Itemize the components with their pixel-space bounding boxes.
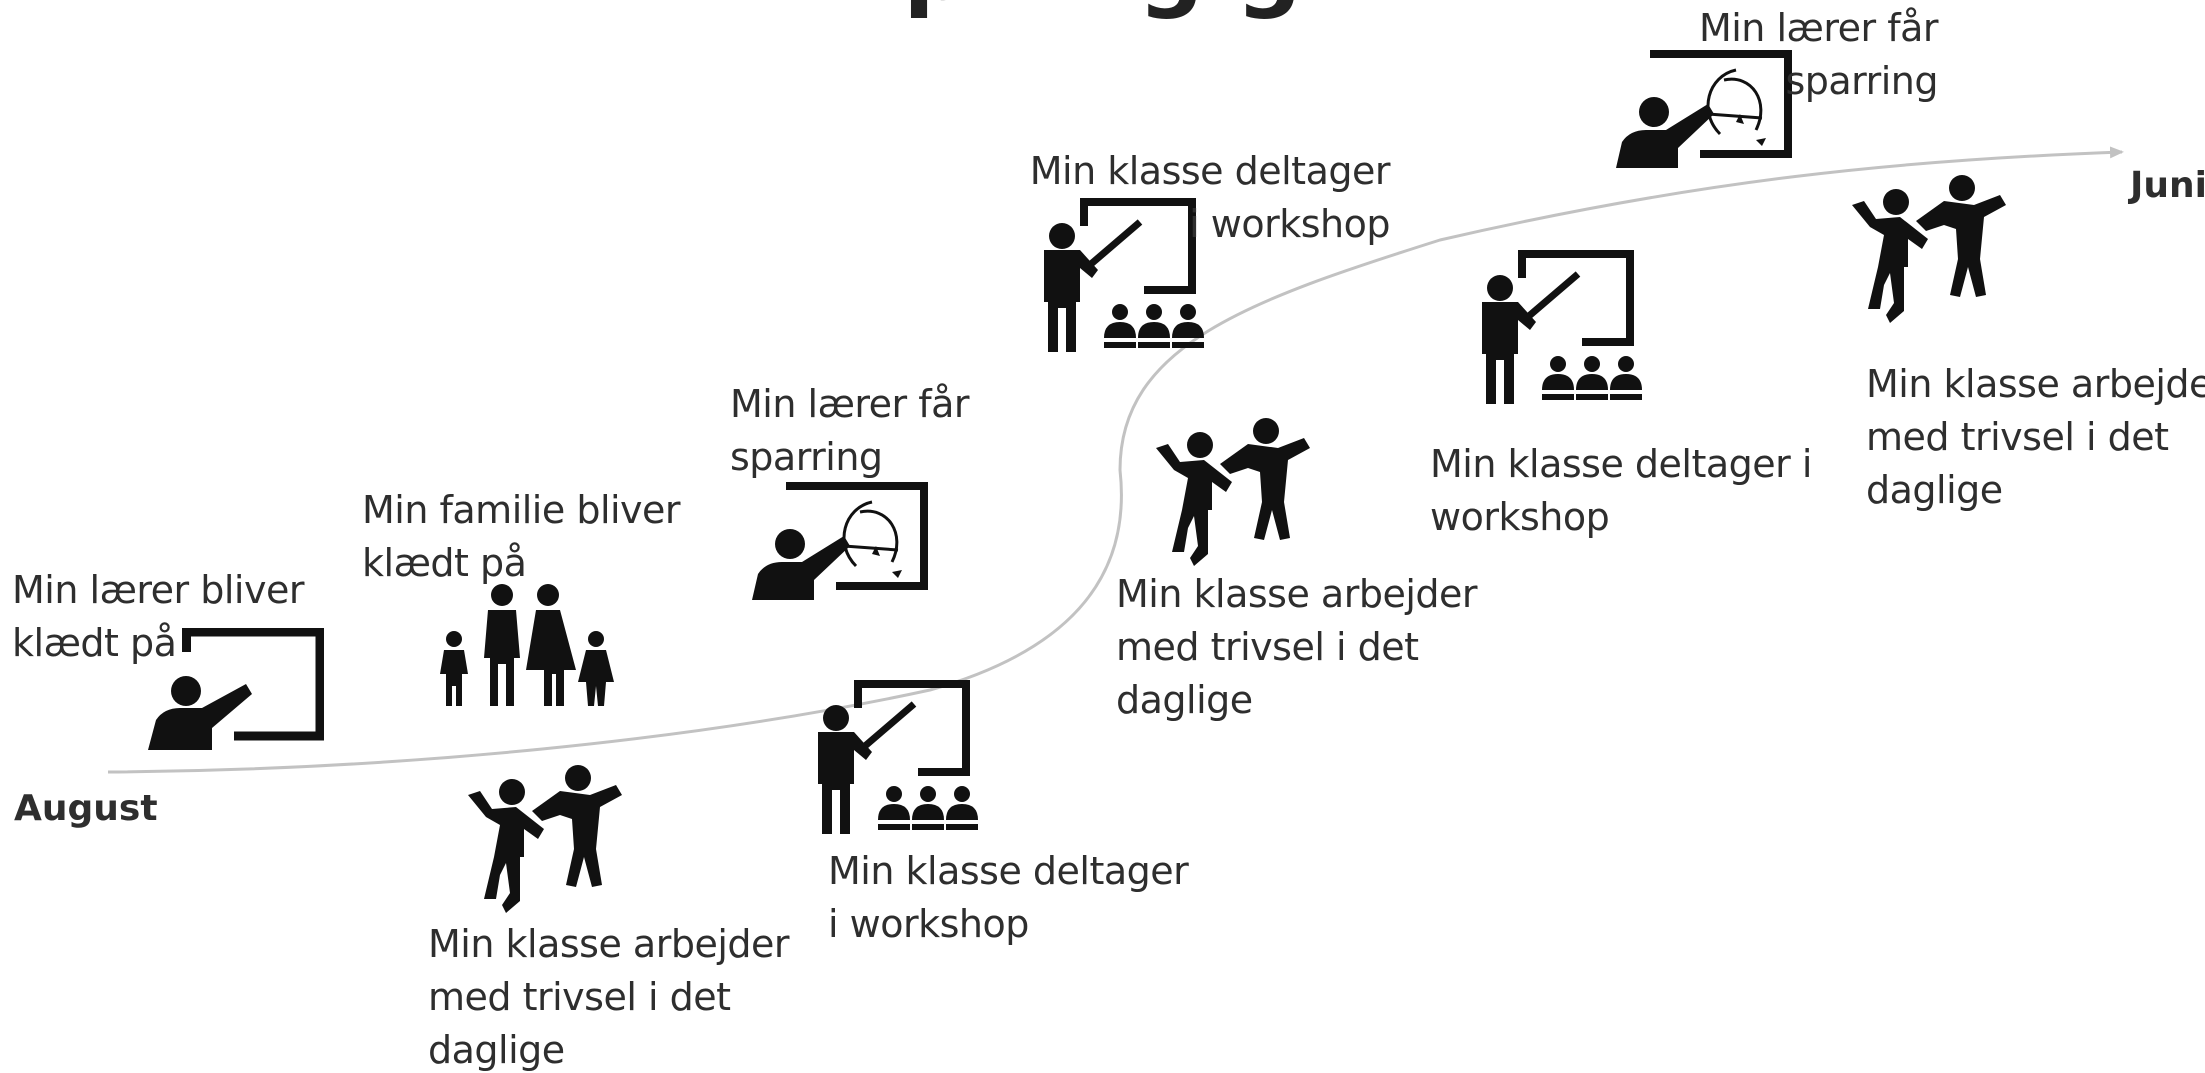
step-label-line: Min klasse deltager bbox=[1029, 149, 1391, 193]
step-label-line: Min klasse arbejder bbox=[1866, 362, 2205, 406]
step-label-10: Min klasse arbejder med trivsel i det da… bbox=[1866, 358, 2205, 517]
teacher-sparring-board-icon bbox=[1616, 50, 1792, 168]
step-label-1: Min lærer bliver klædt på bbox=[12, 564, 304, 670]
step-label-line: sparring bbox=[1785, 59, 1938, 103]
step-label-7: Min klasse arbejder med trivsel i det da… bbox=[1116, 568, 1478, 727]
classroom-workshop-icon bbox=[1482, 250, 1642, 404]
step-label-line: med trivsel i det bbox=[1866, 415, 2169, 459]
diagram-title: ...p ... g g... bbox=[0, 0, 2205, 18]
timeline-path bbox=[107, 146, 2124, 774]
step-label-4: Min lærer får sparring bbox=[730, 378, 970, 484]
step-label-8: Min klasse deltager i workshop bbox=[1430, 438, 1812, 544]
step-label-line: med trivsel i det bbox=[1116, 625, 1419, 669]
step-label-line: workshop bbox=[1430, 495, 1610, 539]
step-label-6: Min klasse deltager i workshop bbox=[1000, 145, 1391, 251]
teacher-whiteboard-icon bbox=[148, 628, 324, 750]
dancing-kids-icon bbox=[468, 765, 622, 913]
step-label-line: Min lærer får bbox=[1698, 6, 1939, 50]
dancing-kids-icon bbox=[1156, 418, 1310, 566]
teacher-sparring-board-icon bbox=[752, 482, 928, 600]
step-label-5: Min klasse deltager i workshop bbox=[828, 845, 1189, 951]
step-label-line: klædt på bbox=[12, 621, 177, 665]
step-label-line: Min klasse deltager bbox=[828, 849, 1189, 893]
step-label-line: Min klasse arbejder bbox=[428, 922, 790, 966]
step-label-line: daglige bbox=[428, 1028, 565, 1072]
step-label-line: daglige bbox=[1116, 678, 1253, 722]
step-label-line: med trivsel i det bbox=[428, 975, 731, 1019]
step-label-line: Min familie bliver bbox=[362, 488, 681, 532]
family-icon bbox=[440, 584, 614, 706]
step-label-line: daglige bbox=[1866, 468, 2003, 512]
step-label-line: i workshop bbox=[828, 902, 1029, 946]
step-label-line: Min lærer får bbox=[730, 382, 970, 426]
step-label-9: Min lærer får sparring bbox=[1600, 2, 1939, 108]
step-label-2: Min familie bliver klædt på bbox=[362, 484, 681, 590]
step-label-line: i workshop bbox=[1189, 202, 1390, 246]
step-label-3: Min klasse arbejder med trivsel i det da… bbox=[428, 918, 790, 1073]
dancing-kids-icon bbox=[1852, 175, 2006, 323]
step-label-line: klædt på bbox=[362, 541, 527, 585]
timeline-end-label: Juni bbox=[2130, 165, 2205, 206]
step-label-line: Min klasse arbejder bbox=[1116, 572, 1478, 616]
step-label-line: Min klasse deltager i bbox=[1430, 442, 1812, 486]
step-label-line: Min lærer bliver bbox=[12, 568, 304, 612]
timeline-start-label: August bbox=[14, 788, 158, 829]
classroom-workshop-icon bbox=[1044, 198, 1204, 352]
step-label-line: sparring bbox=[730, 435, 883, 479]
classroom-workshop-icon bbox=[818, 680, 978, 834]
